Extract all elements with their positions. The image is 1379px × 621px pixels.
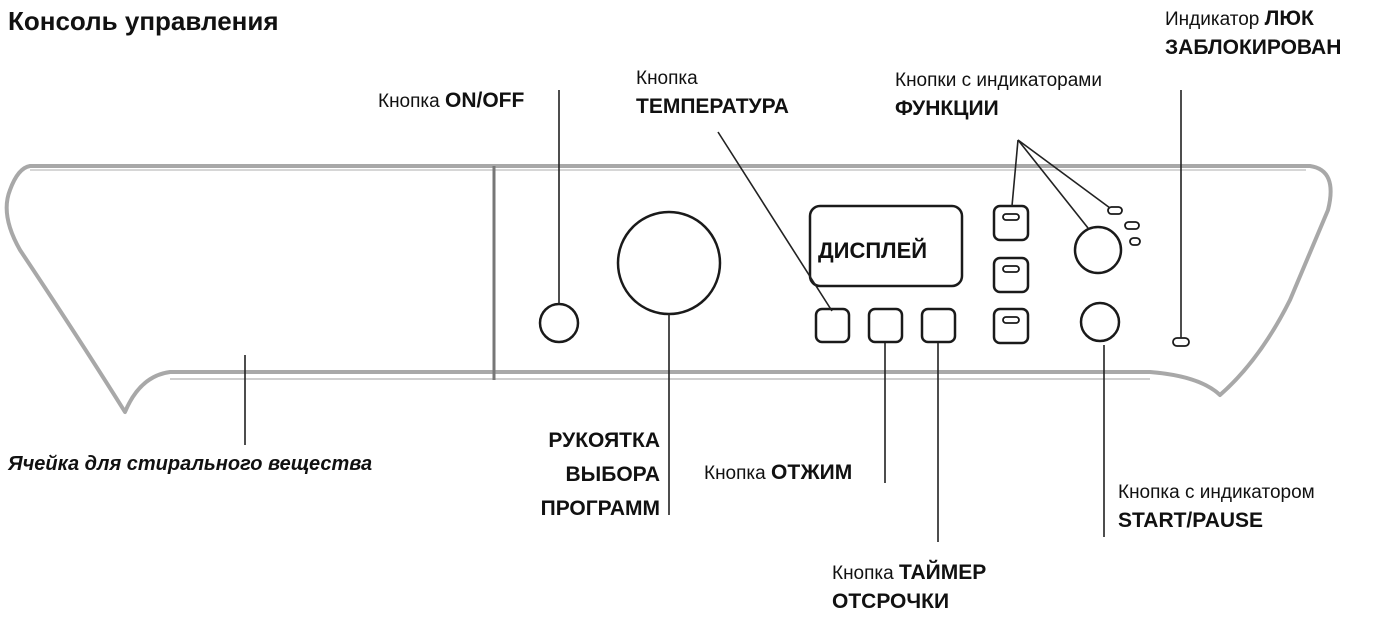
functions-prefix: Кнопки с индикаторами	[895, 70, 1102, 91]
delay-timer-button[interactable]	[920, 307, 957, 344]
start-pause-button[interactable]	[1079, 301, 1121, 343]
door-locked-label: Индикатор ЛЮК ЗАБЛОКИРОВАН	[1165, 8, 1341, 65]
function-indicator-2	[1002, 265, 1020, 273]
function-indicator-1	[1002, 213, 1020, 221]
temperature-name: ТЕМПЕРАТУРА	[636, 95, 789, 118]
function-button-1[interactable]	[992, 204, 1030, 242]
leader-function-3	[1017, 139, 1111, 209]
panel-outline	[4, 164, 1333, 414]
door-locked-name-1: ЛЮК	[1264, 7, 1314, 30]
program-knob-line-1: РУКОЯТКА	[548, 429, 660, 452]
program-selector-knob[interactable]	[616, 210, 722, 316]
delay-timer-prefix: Кнопка	[832, 563, 894, 584]
leader-function-2	[1017, 139, 1089, 229]
spin-prefix: Кнопка	[704, 463, 766, 484]
on-off-label: Кнопка ON/OFF	[378, 90, 524, 113]
door-locked-name-2: ЗАБЛОКИРОВАН	[1165, 36, 1342, 59]
detergent-drawer-label: Ячейка для стирального вещества	[8, 453, 373, 475]
functions-name: ФУНКЦИИ	[895, 97, 999, 120]
functions-label: Кнопки с индикаторами ФУНКЦИИ	[895, 70, 1102, 126]
function-led-3	[1129, 237, 1141, 246]
function-led-1	[1107, 206, 1123, 215]
function-indicator-3	[1002, 316, 1020, 324]
delay-timer-label: Кнопка ТАЙМЕР ОТСРОЧКИ	[832, 562, 986, 619]
program-knob-line-3: ПРОГРАММ	[540, 497, 660, 520]
delay-timer-name-2: ОТСРОЧКИ	[832, 590, 950, 613]
program-knob-line-2: ВЫБОРА	[565, 463, 660, 486]
start-pause-prefix: Кнопка с индикатором	[1118, 482, 1315, 503]
display-screen	[808, 204, 964, 288]
display-label: ДИСПЛЕЙ	[818, 238, 928, 263]
on-off-button[interactable]	[538, 302, 580, 344]
leader-function-1	[1011, 139, 1019, 207]
function-knob[interactable]	[1073, 225, 1123, 275]
function-button-3[interactable]	[992, 307, 1030, 345]
start-pause-label: Кнопка с индикатором START/PAUSE	[1118, 482, 1315, 538]
temperature-prefix: Кнопка	[636, 68, 698, 89]
door-locked-indicator	[1172, 337, 1190, 347]
temperature-label: Кнопка ТЕМПЕРАТУРА	[636, 68, 789, 124]
door-locked-prefix: Индикатор	[1165, 9, 1260, 30]
spin-button[interactable]	[867, 307, 904, 344]
page-title: Консоль управления	[8, 6, 279, 36]
leader-lines	[244, 90, 1182, 542]
program-knob-label: РУКОЯТКА ВЫБОРА ПРОГРАММ	[500, 424, 660, 526]
leader-temperature	[717, 131, 833, 312]
start-pause-name: START/PAUSE	[1118, 509, 1264, 532]
on-off-prefix: Кнопка	[378, 91, 440, 112]
function-led-2	[1124, 221, 1140, 230]
spin-label: Кнопка ОТЖИМ	[704, 462, 852, 485]
function-button-2[interactable]	[992, 256, 1030, 294]
on-off-name: ON/OFF	[445, 89, 525, 112]
delay-timer-name-1: ТАЙМЕР	[899, 561, 987, 584]
temperature-button[interactable]	[814, 307, 851, 344]
spin-name: ОТЖИМ	[771, 461, 853, 484]
